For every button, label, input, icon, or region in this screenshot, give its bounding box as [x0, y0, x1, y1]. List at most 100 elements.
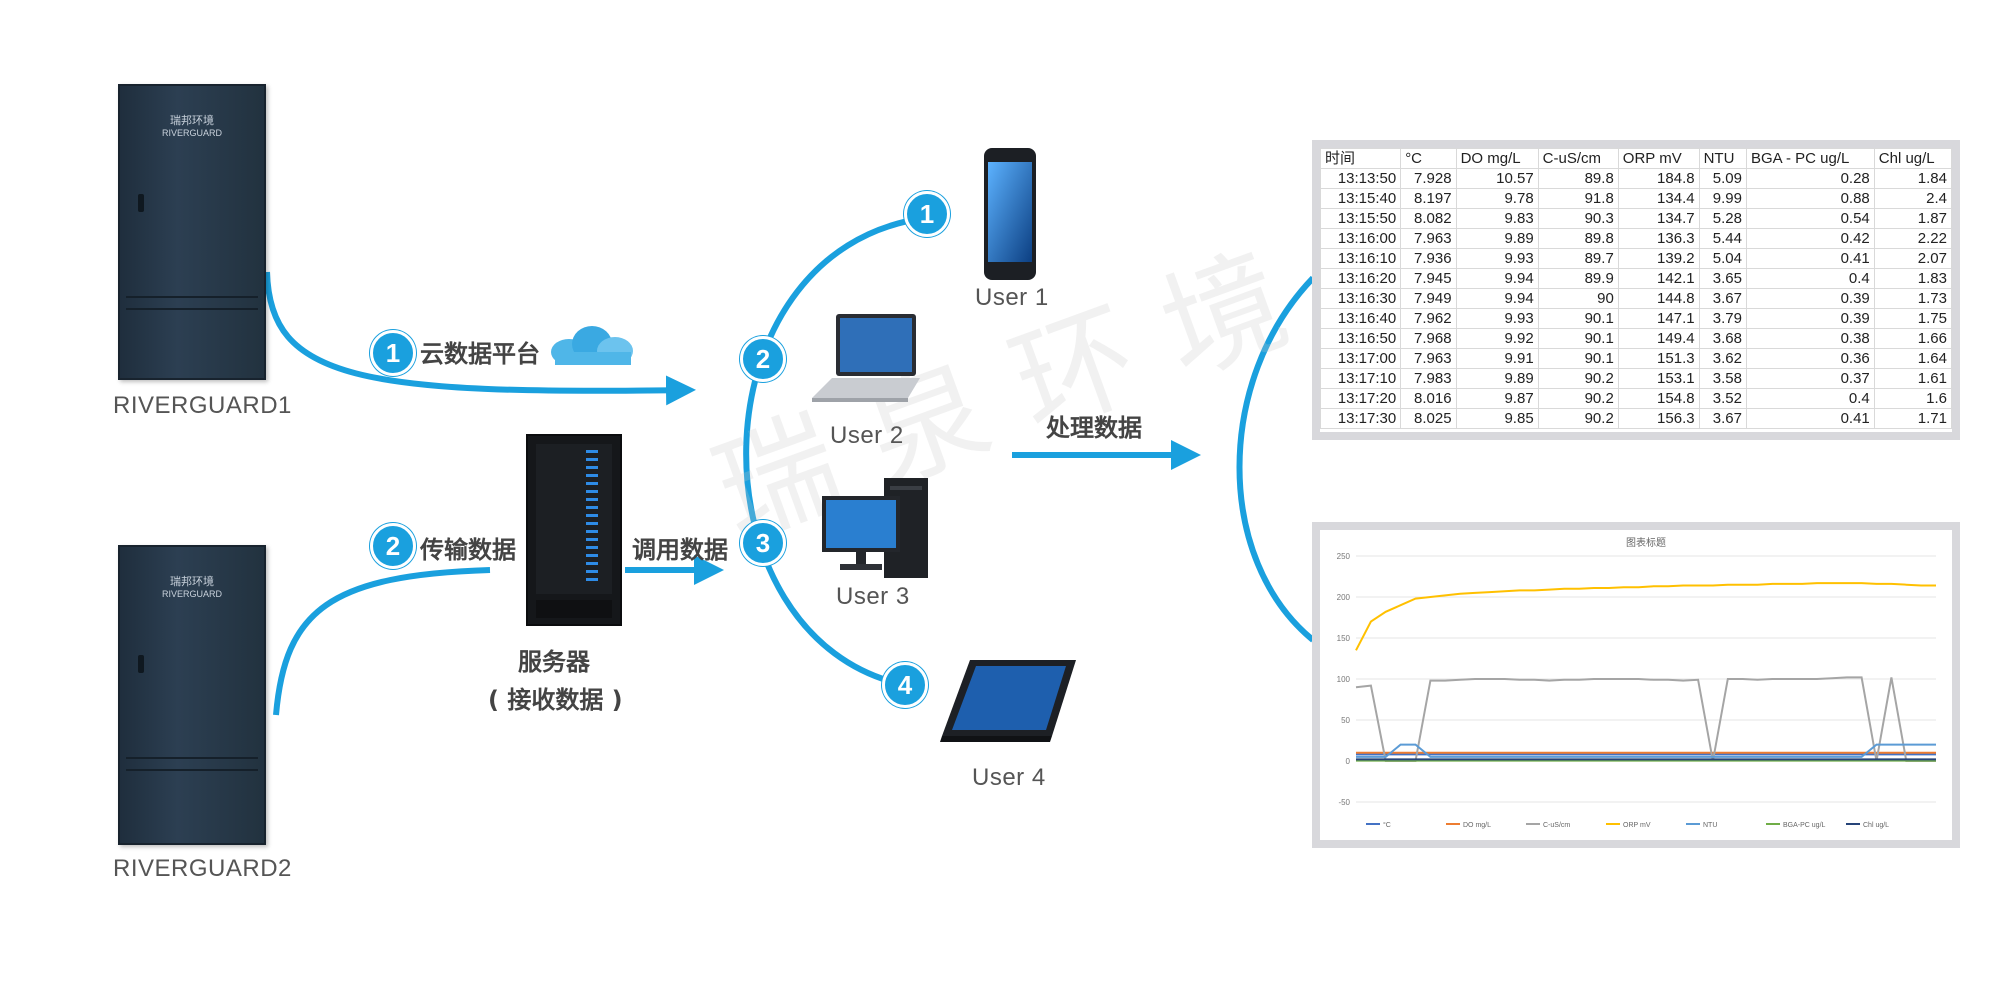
table-cell: 3.67: [1698, 408, 1747, 429]
header-time: 时间: [1320, 148, 1402, 169]
y-tick-label: 250: [1337, 552, 1351, 561]
cabinet-logo: 瑞邦环境: [170, 576, 214, 588]
user-arc: [743, 215, 926, 688]
table-cell: 153.1: [1617, 368, 1700, 389]
table-cell: 90.2: [1537, 388, 1619, 409]
table-cell: 144.8: [1617, 288, 1700, 309]
legend-entry: NTU: [1703, 822, 1717, 829]
table-cell: 184.8: [1617, 168, 1700, 189]
table-cell: 7.968: [1400, 328, 1457, 349]
table-cell: 1.71: [1873, 408, 1952, 429]
user3-label: User 3: [836, 583, 910, 610]
table-cell: 7.928: [1400, 168, 1457, 189]
user4-badge: 4: [882, 662, 928, 708]
cabinet-model: RIVERGUARD: [161, 128, 222, 138]
table-cell: 0.28: [1745, 168, 1875, 189]
table-cell: 13:17:20: [1320, 388, 1402, 409]
arrow-transmit: [273, 567, 491, 716]
cabinet-handle: [138, 194, 144, 212]
table-cell: 3.52: [1698, 388, 1747, 409]
table-cell: 142.1: [1617, 268, 1700, 289]
table-cell: 90.2: [1537, 368, 1619, 389]
series-line: [1355, 676, 1936, 762]
table-cell: 89.8: [1537, 168, 1619, 189]
y-tick-label: -50: [1338, 798, 1350, 807]
table-cell: 0.42: [1745, 228, 1875, 249]
smartphone-icon: [984, 148, 1036, 280]
y-tick-label: 200: [1337, 593, 1351, 602]
table-cell: 0.4: [1745, 268, 1875, 289]
table-cell: 1.66: [1873, 328, 1952, 349]
legend-entry: C-uS/cm: [1543, 822, 1570, 829]
table-cell: 7.963: [1400, 348, 1457, 369]
table-cell: 7.962: [1400, 308, 1457, 329]
table-cell: 5.09: [1698, 168, 1747, 189]
table-cell: 0.36: [1745, 348, 1875, 369]
table-cell: 3.62: [1698, 348, 1747, 369]
header-orp: ORP mV: [1617, 148, 1700, 169]
table-cell: 0.41: [1745, 248, 1875, 269]
table-cell: 90.1: [1537, 328, 1619, 349]
riverguard2-label: RIVERGUARD2: [113, 855, 292, 882]
cabinet-handle: [138, 655, 144, 673]
table-cell: 90: [1537, 288, 1619, 309]
table-cell: 0.37: [1745, 368, 1875, 389]
table-cell: 0.39: [1745, 308, 1875, 329]
riverguard1-cabinet: 瑞邦环境 RIVERGUARD: [118, 84, 266, 380]
table-cell: 1.75: [1873, 308, 1952, 329]
step1-label: 云数据平台: [420, 340, 540, 368]
table-cell: 1.83: [1873, 268, 1952, 289]
user4-label: User 4: [972, 764, 1046, 791]
table-cell: 9.89: [1455, 368, 1539, 389]
y-tick-label: 0: [1346, 757, 1351, 766]
header-cond: C-uS/cm: [1537, 148, 1619, 169]
table-cell: 13:13:50: [1320, 168, 1402, 189]
header-chl: Chl ug/L: [1873, 148, 1952, 169]
header-bga: BGA - PC ug/L: [1745, 148, 1875, 169]
legend-entry: Chl ug/L: [1863, 822, 1889, 829]
table-cell: 1.87: [1873, 208, 1952, 229]
table-cell: 10.57: [1455, 168, 1539, 189]
table-cell: 13:16:30: [1320, 288, 1402, 309]
table-cell: 134.7: [1617, 208, 1700, 229]
table-cell: 0.88: [1745, 188, 1875, 209]
table-cell: 7.983: [1400, 368, 1457, 389]
table-cell: 9.94: [1455, 268, 1539, 289]
user1-badge: 1: [904, 191, 950, 237]
table-cell: 9.91: [1455, 348, 1539, 369]
table-cell: 0.54: [1745, 208, 1875, 229]
table-cell: 156.3: [1617, 408, 1700, 429]
riverguard1-label: RIVERGUARD1: [113, 392, 292, 419]
table-cell: 1.73: [1873, 288, 1952, 309]
table-cell: 9.89: [1455, 228, 1539, 249]
table-cell: 0.39: [1745, 288, 1875, 309]
table-cell: 3.68: [1698, 328, 1747, 349]
table-cell: 5.28: [1698, 208, 1747, 229]
data-table-panel: 时间 °C DO mg/L C-uS/cm ORP mV NTU BGA - P…: [1312, 140, 1960, 440]
table-cell: 13:17:30: [1320, 408, 1402, 429]
cabinet-model: RIVERGUARD: [161, 589, 222, 599]
step2-label: 传输数据: [420, 536, 516, 564]
table-cell: 1.6: [1873, 388, 1952, 409]
cabinet-logo: 瑞邦环境: [170, 115, 214, 127]
table-cell: 9.93: [1455, 308, 1539, 329]
table-cell: 90.3: [1537, 208, 1619, 229]
table-header-row: 时间 °C DO mg/L C-uS/cm ORP mV NTU BGA - P…: [1320, 148, 1952, 169]
process-data-label: 处理数据: [1046, 414, 1142, 442]
user3-badge: 3: [740, 520, 786, 566]
table-cell: 3.67: [1698, 288, 1747, 309]
legend-entry: ORP mV: [1623, 822, 1651, 829]
table-cell: 3.58: [1698, 368, 1747, 389]
table-cell: 8.025: [1400, 408, 1457, 429]
table-cell: 8.082: [1400, 208, 1457, 229]
arrow-cloud: [264, 271, 696, 406]
table-cell: 9.83: [1455, 208, 1539, 229]
table-cell: 9.87: [1455, 388, 1539, 409]
table-cell: 134.4: [1617, 188, 1700, 209]
table-cell: 13:17:10: [1320, 368, 1402, 389]
